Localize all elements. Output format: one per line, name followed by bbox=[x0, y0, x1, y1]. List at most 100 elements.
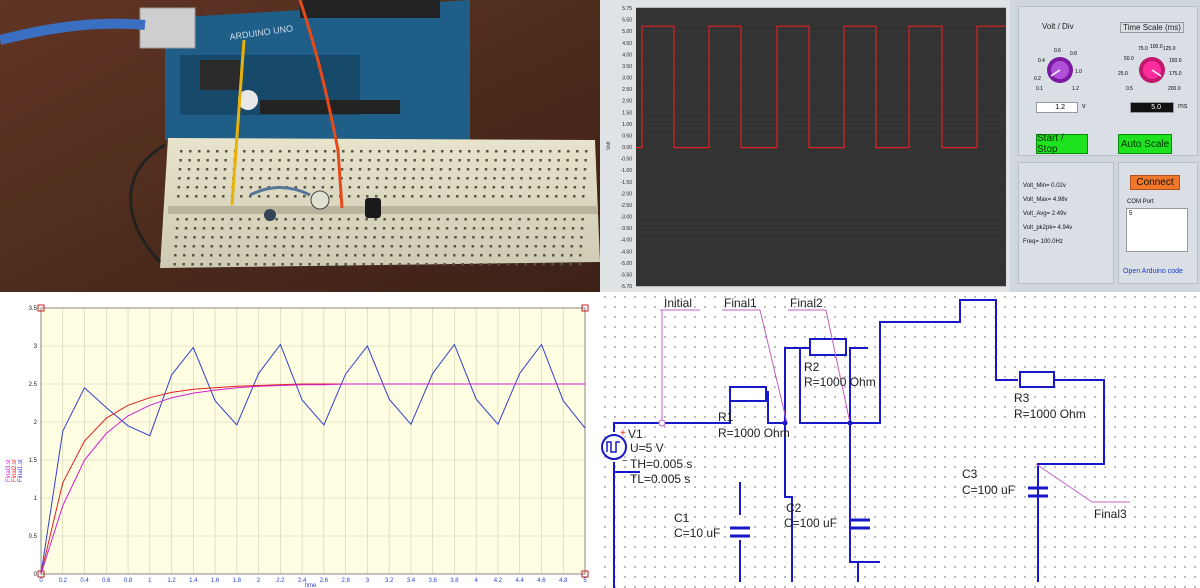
capacitor-c2[interactable] bbox=[850, 518, 870, 530]
breadboard-holes bbox=[173, 150, 588, 266]
volt-knob-group: 0.6 0.8 0.4 1.0 0.2 0.1 1.2 bbox=[1034, 48, 1082, 92]
capacitor-c3[interactable] bbox=[1028, 486, 1048, 498]
node-label-lines bbox=[660, 309, 1130, 503]
scope-y-tick: 1.00 bbox=[622, 122, 632, 128]
red-wire bbox=[298, 0, 344, 209]
sim-x-tick: 1.4 bbox=[189, 578, 198, 584]
v1-tl: TL=0.005 s bbox=[630, 472, 690, 486]
open-arduino-code-link[interactable]: Open Arduino code bbox=[1123, 268, 1183, 275]
v1-name: V1 bbox=[628, 427, 643, 441]
sim-x-tick: 2.2 bbox=[276, 578, 285, 584]
time-knob-label: 150.0 bbox=[1169, 58, 1182, 64]
volt-unit: v bbox=[1082, 103, 1086, 110]
r2-name: R2 bbox=[804, 360, 820, 374]
scope-y-tick: 0.00 bbox=[622, 145, 632, 151]
stat-volt-avg: Volt_Avg= 2.49v bbox=[1023, 211, 1067, 217]
scope-y-tick: -3.00 bbox=[621, 215, 633, 221]
sim-x-tick: 1.6 bbox=[211, 578, 220, 584]
sim-x-tick: 1 bbox=[148, 578, 152, 584]
time-knob-label: 25.0 bbox=[1118, 71, 1128, 77]
volt-knob-label: 0.6 bbox=[1054, 48, 1061, 54]
sim-x-tick: 0.6 bbox=[102, 578, 111, 584]
scope-y-tick: 3.50 bbox=[622, 64, 632, 70]
sim-x-tick: 4.2 bbox=[494, 578, 503, 584]
connect-button[interactable]: Connect bbox=[1130, 175, 1180, 190]
sim-y-tick: 0 bbox=[34, 572, 38, 578]
legend-entry: Final3.st bbox=[6, 459, 12, 482]
series-line-final3-st bbox=[40, 383, 585, 575]
capacitor-small bbox=[310, 190, 330, 210]
v1-th: TH=0.005 s bbox=[630, 457, 692, 471]
r3-value: R=1000 Ohm bbox=[1014, 407, 1086, 421]
sim-x-tick: 3.4 bbox=[407, 578, 416, 584]
scope-y-tick: 5.75 bbox=[622, 6, 632, 12]
scope-y-tick: -3.50 bbox=[621, 226, 633, 232]
voltage-source-v1[interactable]: + − bbox=[601, 428, 628, 467]
volt-knob-label: 0.8 bbox=[1070, 51, 1077, 57]
sim-x-tick: 3.6 bbox=[429, 578, 438, 584]
scope-y-axis-label: Volt bbox=[606, 141, 612, 150]
sim-x-tick: 2.6 bbox=[320, 578, 329, 584]
scope-y-tick: -0.50 bbox=[621, 157, 633, 163]
c2-value: C=100 uF bbox=[784, 516, 837, 530]
volt-div-input[interactable]: 1.2 bbox=[1036, 102, 1078, 113]
svg-text:−: − bbox=[622, 456, 628, 467]
start-stop-button[interactable]: Start / Stop bbox=[1036, 133, 1088, 155]
resistor-lead bbox=[249, 186, 311, 197]
time-scale-input[interactable]: 5.0 bbox=[1130, 102, 1174, 113]
sim-x-tick: 3 bbox=[366, 578, 370, 584]
capacitor-large bbox=[365, 198, 381, 218]
auto-scale-button[interactable]: Auto Scale bbox=[1118, 134, 1172, 154]
com-port-input[interactable]: 5 bbox=[1126, 208, 1188, 252]
stat-frequency: Freq= 100.0Hz bbox=[1023, 239, 1063, 245]
arduino-board: ARDUINO UNO bbox=[139, 0, 470, 140]
scope-y-tick: 5.50 bbox=[622, 18, 632, 24]
wires bbox=[613, 299, 1105, 588]
component-body bbox=[264, 209, 276, 221]
scope-y-tick: 3.00 bbox=[622, 76, 632, 82]
sim-y-tick: 3.5 bbox=[29, 306, 38, 312]
scope-y-tick: 1.50 bbox=[622, 110, 632, 116]
corner-handle[interactable] bbox=[37, 304, 45, 312]
sim-x-tick: 3.2 bbox=[385, 578, 394, 584]
photo-drawing: ARDUINO UNO bbox=[0, 0, 600, 292]
scope-y-tick: -4.00 bbox=[621, 238, 633, 244]
time-scale-title: Time Scale (ms) bbox=[1120, 22, 1184, 33]
sim-x-tick: 4.8 bbox=[559, 578, 568, 584]
stats-panel bbox=[1018, 162, 1114, 284]
node-label-final1: Final1 bbox=[724, 296, 757, 310]
r1-value: R=1000 Ohm bbox=[718, 426, 790, 440]
usb-cable bbox=[0, 18, 146, 45]
sim-x-tick: 4 bbox=[475, 578, 479, 584]
sim-x-tick: 0.8 bbox=[124, 578, 133, 584]
sim-y-tick: 1 bbox=[34, 496, 38, 502]
series-line-final1-st bbox=[40, 343, 586, 575]
c2-name: C2 bbox=[786, 501, 802, 515]
sim-y-tick: 2.5 bbox=[29, 382, 38, 388]
sim-x-tick: 0.2 bbox=[59, 578, 68, 584]
scope-y-tick: -5.70 bbox=[621, 284, 633, 290]
corner-handle[interactable] bbox=[581, 304, 589, 312]
resistor-r2[interactable] bbox=[809, 338, 847, 356]
volt-knob-label: 0.2 bbox=[1034, 76, 1041, 82]
time-knob-label: 200.0 bbox=[1168, 86, 1181, 92]
stat-volt-max: Volt_Max= 4.98v bbox=[1023, 197, 1068, 203]
volt-knob-label: 0.4 bbox=[1038, 58, 1045, 64]
capacitor-c1[interactable] bbox=[730, 526, 750, 538]
scope-y-tick: 2.50 bbox=[622, 87, 632, 93]
schematic-svg: + − Initial Final1 Final2 Final3 V1 U=5 … bbox=[600, 292, 1200, 588]
time-knob-label: 50.0 bbox=[1124, 56, 1134, 62]
resistor-r1[interactable] bbox=[729, 386, 767, 402]
scope-y-tick: 4.00 bbox=[622, 52, 632, 58]
scope-y-tick: -2.50 bbox=[621, 203, 633, 209]
scope-y-tick: -1.00 bbox=[621, 168, 633, 174]
time-knob-label: 75.0 bbox=[1138, 46, 1148, 52]
c3-name: C3 bbox=[962, 467, 978, 481]
sim-x-tick: 1.8 bbox=[233, 578, 242, 584]
sim-x-tick: 5 bbox=[583, 578, 587, 584]
resistor-r3[interactable] bbox=[1019, 371, 1055, 388]
corner-handle[interactable] bbox=[581, 570, 589, 578]
